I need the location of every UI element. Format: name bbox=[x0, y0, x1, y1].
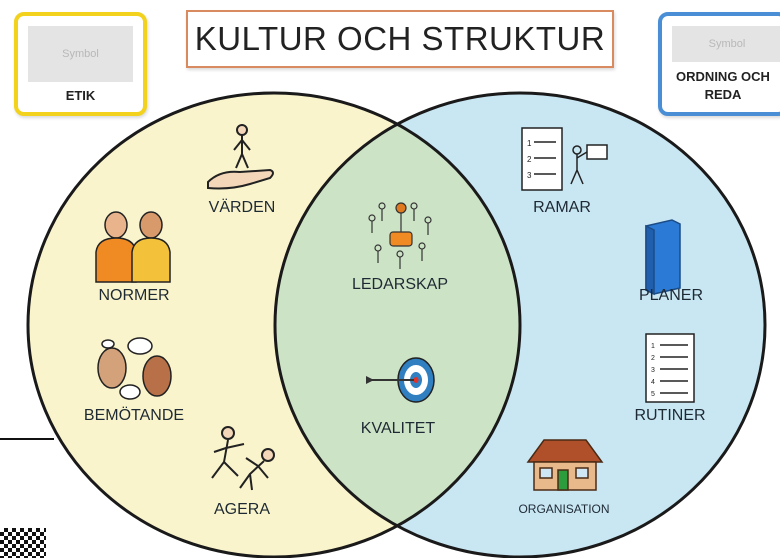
leader-group-icon bbox=[368, 202, 432, 269]
label-ledarskap: LEDARSKAP bbox=[351, 276, 449, 293]
svg-text:1: 1 bbox=[527, 139, 532, 148]
etik-card: Symbol ETIK bbox=[14, 12, 147, 116]
ordning-label-line1: ORDNING OCH bbox=[676, 69, 770, 84]
etik-label: ETIK bbox=[65, 88, 96, 103]
list-presenter-icon bbox=[521, 127, 608, 191]
ordning-card: Symbol ORDNING OCH REDA bbox=[658, 12, 780, 116]
symbol-placeholder: Symbol bbox=[28, 26, 133, 82]
svg-text:3: 3 bbox=[527, 171, 532, 180]
page-title: KULTUR OCH STRUKTUR bbox=[194, 20, 606, 57]
label-normer: NORMER bbox=[98, 287, 170, 304]
svg-text:3: 3 bbox=[651, 367, 655, 374]
talking-heads-icon bbox=[97, 337, 172, 400]
title-box: KULTUR OCH STRUKTUR bbox=[186, 10, 614, 68]
symbol-placeholder: Symbol bbox=[672, 26, 780, 62]
svg-text:1: 1 bbox=[651, 343, 655, 350]
side-panel bbox=[0, 438, 54, 558]
ordning-label-line2: REDA bbox=[704, 87, 742, 102]
label-ramar: RAMAR bbox=[533, 199, 591, 216]
label-planer: PLANER bbox=[638, 287, 704, 304]
house-icon bbox=[526, 439, 604, 491]
label-agera: AGERA bbox=[213, 501, 271, 518]
target-dart-icon bbox=[366, 357, 435, 403]
svg-text:2: 2 bbox=[651, 355, 655, 362]
label-kvalitet: KVALITET bbox=[360, 420, 436, 437]
label-organisation: ORGANISATION bbox=[518, 502, 610, 516]
label-bemotande: BEMÖTANDE bbox=[83, 407, 185, 424]
blue-book-icon bbox=[645, 219, 681, 296]
people-acting-icon bbox=[211, 426, 275, 491]
label-rutiner: RUTINER bbox=[634, 407, 706, 424]
two-people-icon bbox=[95, 211, 171, 283]
svg-text:4: 4 bbox=[651, 379, 655, 386]
hand-person-icon bbox=[207, 124, 274, 190]
svg-text:5: 5 bbox=[651, 391, 655, 398]
svg-text:2: 2 bbox=[527, 155, 532, 164]
checkerboard-pattern bbox=[0, 528, 46, 558]
label-varden: VÄRDEN bbox=[208, 199, 276, 216]
numbered-list-icon bbox=[645, 333, 695, 403]
ordning-label: ORDNING OCH REDA bbox=[662, 68, 780, 104]
